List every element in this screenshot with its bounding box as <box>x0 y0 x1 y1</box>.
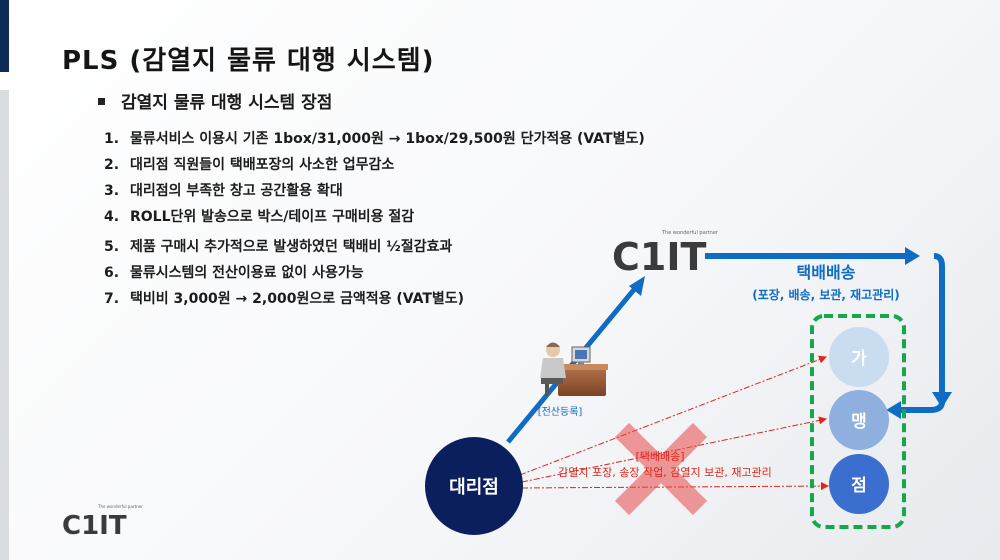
list-item: 4. ROLL단위 발송으로 박스/테이프 구매비용 절감 <box>104 204 645 230</box>
item-text: ROLL단위 발송으로 박스/테이프 구매비용 절감 <box>130 209 415 225</box>
accent-bar <box>0 0 9 72</box>
item-text: 물류시스템의 전산이용료 없이 사용가능 <box>130 265 364 281</box>
old-delivery-label: [택배배송] <box>635 450 684 463</box>
store-node: 맹 <box>829 390 889 450</box>
item-number: 7. <box>104 291 120 307</box>
store-label: 맹 <box>851 412 867 432</box>
cancel-x-icon <box>614 422 708 516</box>
item-number: 1. <box>104 131 120 147</box>
list-item: 5. 제품 구매시 추가적으로 발생하였던 택배비 ½절감효과 <box>104 234 645 260</box>
section-subtitle: 감열지 물류 대행 시스템 장점 <box>98 88 332 113</box>
store-node: 가 <box>829 327 889 387</box>
store-label: 점 <box>851 476 867 496</box>
item-text: 대리점의 부족한 창고 공간활용 확대 <box>130 183 343 199</box>
agency-node: 대리점 <box>425 437 523 535</box>
item-text: 대리점 직원들이 택배포장의 사소한 업무감소 <box>130 157 395 173</box>
footer-logo-text: C1IT <box>62 511 127 541</box>
delivery-desc: (포장, 배송, 보관, 재고관리) <box>752 287 900 302</box>
footer-logo: C1IT The wonderful partner <box>62 504 143 541</box>
page-title: PLS (감열지 물류 대행 시스템) <box>62 46 435 76</box>
side-bar <box>0 90 9 560</box>
old-process-label: 감열지 포장, 송장 작업, 감열지 보관, 재고관리 <box>558 466 772 479</box>
subtitle-text: 감열지 물류 대행 시스템 장점 <box>121 93 333 113</box>
item-number: 4. <box>104 209 120 225</box>
item-text: 물류서비스 이용시 기존 1box/31,000원 → 1box/29,500원… <box>130 131 645 147</box>
item-number: 2. <box>104 157 120 173</box>
list-item: 2. 대리점 직원들이 택배포장의 사소한 업무감소 <box>104 152 645 178</box>
list-item: 6. 물류시스템의 전산이용료 없이 사용가능 <box>104 260 645 286</box>
footer-logo-tagline: The wonderful partner <box>97 504 143 509</box>
item-text: 택비비 3,000원 → 2,000원으로 금액적용 (VAT별도) <box>130 291 465 307</box>
hub-logo-tagline: The wonderful partner <box>661 230 719 236</box>
list-item: 1. 물류서비스 이용시 기존 1box/31,000원 → 1box/29,50… <box>104 126 645 152</box>
list-item: 3. 대리점의 부족한 창고 공간활용 확대 <box>104 178 645 204</box>
item-text: 제품 구매시 추가적으로 발생하였던 택배비 ½절감효과 <box>130 239 453 255</box>
agency-label: 대리점 <box>449 477 499 498</box>
hub-logo-text: C1IT <box>612 235 706 279</box>
store-node: 점 <box>829 454 889 514</box>
square-bullet-icon <box>98 97 105 105</box>
item-number: 6. <box>104 265 120 281</box>
advantages-list: 1. 물류서비스 이용시 기존 1box/31,000원 → 1box/29,50… <box>104 126 645 312</box>
store-group-frame <box>810 314 906 529</box>
delivery-arrow <box>705 247 952 419</box>
store-label: 가 <box>851 349 867 369</box>
item-number: 3. <box>104 183 120 199</box>
office-worker-icon <box>540 342 608 396</box>
delivery-title: 택배배송 <box>797 263 856 282</box>
item-number: 5. <box>104 239 120 255</box>
list-item: 7. 택비비 3,000원 → 2,000원으로 금액적용 (VAT별도) <box>104 286 645 312</box>
registration-label: [전산등록] <box>538 406 583 418</box>
hub-logo: C1IT The wonderful partner <box>612 230 719 279</box>
